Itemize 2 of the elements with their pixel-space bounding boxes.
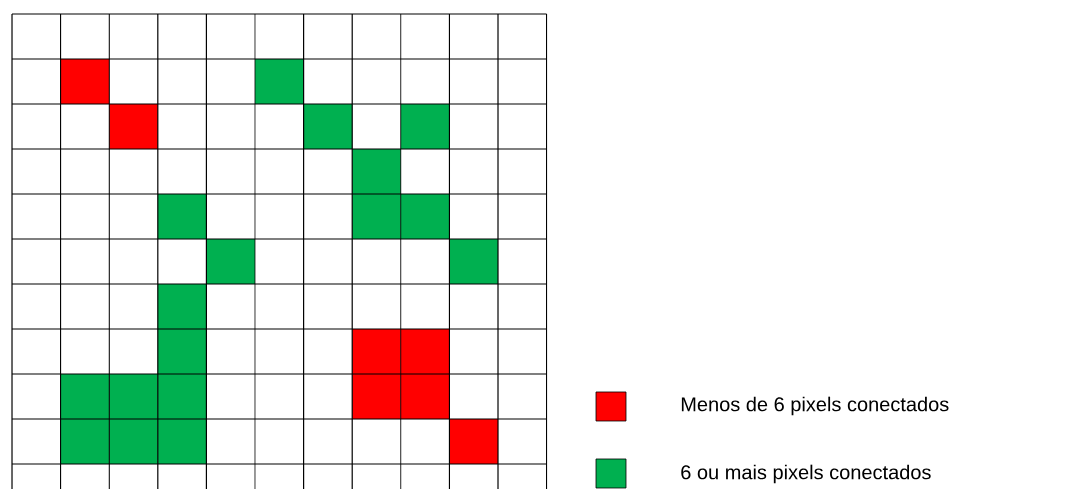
legend-text: 6 ou mais pixels conectados (681, 464, 931, 484)
legend-text: Menos de 6 pixels conectados (681, 396, 949, 416)
